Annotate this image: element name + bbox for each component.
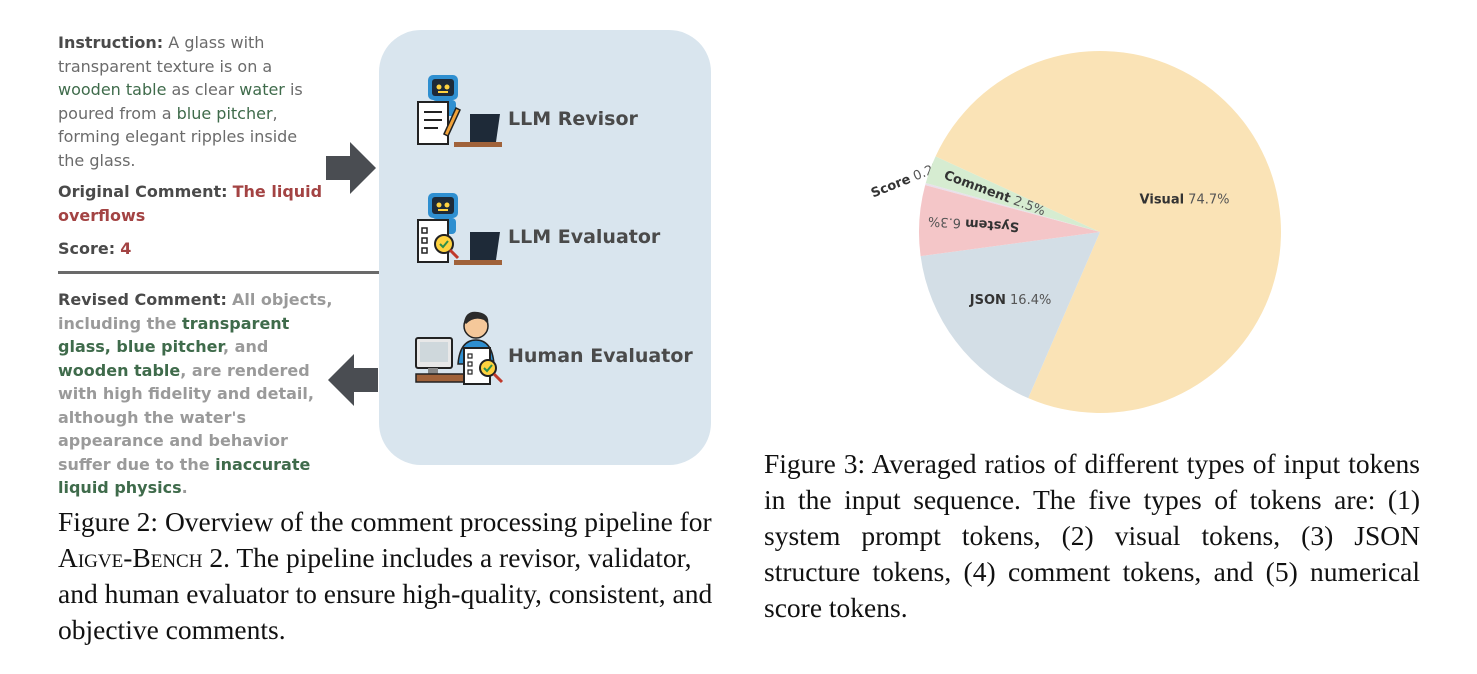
benchmark-name: Aigve-Bench 2: [58, 542, 224, 573]
human-evaluator-label: Human Evaluator: [508, 345, 693, 367]
instruction-highlight: blue pitcher: [176, 103, 273, 123]
arrow-right-icon: [326, 142, 376, 194]
pie-slice-visual: [935, 51, 1281, 413]
llm-revisor-label: LLM Revisor: [508, 108, 638, 130]
score-block: Score: 4: [58, 237, 258, 261]
llm-revisor-icon: [417, 75, 502, 147]
revised-comment-label: Revised Comment:: [58, 290, 227, 309]
instruction-label: Instruction:: [58, 33, 164, 52]
revised-part: , and: [223, 337, 269, 356]
llm-evaluator-icon: [417, 193, 502, 265]
revised-highlight: wooden table: [58, 360, 181, 380]
original-comment-block: Original Comment: The liquid overflows: [58, 180, 328, 227]
pie-label-json: JSON 16.4%: [969, 292, 1052, 307]
revised-comment-block: Revised Comment: All objects, including …: [58, 288, 342, 500]
score-label: Score:: [58, 239, 116, 258]
original-comment-value: The liquid overflows: [58, 182, 323, 225]
instruction-part: , forming elegant ripples inside the gla…: [58, 103, 298, 170]
instruction-part: A glass with transparent texture is on a: [58, 33, 273, 76]
instruction-part: is poured from a: [58, 80, 303, 123]
revised-part: .: [181, 478, 188, 497]
pie-label-visual: Visual 74.7%: [1140, 192, 1230, 207]
instruction-part: as clear: [166, 80, 240, 99]
pie-slice-json: [920, 232, 1100, 399]
pie-label-system: System 6.3%: [928, 213, 1020, 234]
score-value: 4: [120, 239, 132, 258]
token-ratio-pie-chart: Score 0.2%Comment 2.5%Visual 74.7%JSON 1…: [869, 51, 1281, 413]
pie-slice-system: [919, 185, 1100, 257]
pie-slice-comment: [925, 156, 1100, 232]
figure-2-caption-prefix: Figure 2: Overview of the comment proces…: [58, 506, 712, 537]
figure-3-caption: Figure 3: Averaged ratios of different t…: [764, 448, 1420, 623]
revised-highlight: inaccurate liquid physics: [58, 454, 311, 498]
instruction-block: Instruction: A glass with transparent te…: [58, 31, 320, 172]
divider-line: [58, 271, 380, 274]
revised-part: , are rendered with high fidelity and de…: [58, 360, 314, 474]
instruction-highlight: water: [239, 80, 285, 99]
revised-highlight: transparent glass, blue pitcher: [58, 313, 290, 357]
original-comment-label: Original Comment:: [58, 182, 228, 201]
revised-part: All objects, including the: [58, 290, 333, 333]
pie-slice-score: [925, 182, 1100, 232]
arrow-left-icon: [328, 354, 378, 406]
llm-evaluator-label: LLM Evaluator: [508, 226, 661, 248]
figure-2-caption: Figure 2: Overview of the comment proces…: [58, 504, 720, 648]
human-evaluator-icon: [415, 311, 504, 385]
instruction-highlight: wooden table: [58, 80, 167, 99]
figure-2-caption-suffix: . The pipeline includes a revisor, valid…: [58, 542, 713, 645]
